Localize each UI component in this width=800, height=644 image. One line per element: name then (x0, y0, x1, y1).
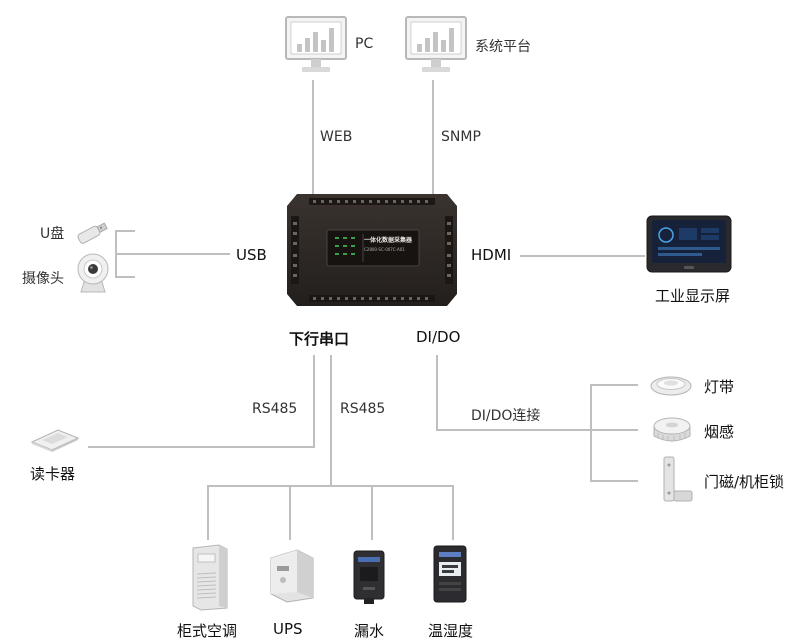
line-pc (312, 80, 314, 195)
data-collector-device (287, 194, 457, 306)
industrial-display-icon (646, 215, 732, 273)
dido-connect-label: DI/DO连接 (471, 408, 541, 424)
web-label: WEB (320, 129, 353, 145)
pc-monitor-icon (285, 16, 347, 74)
camera-label: 摄像头 (22, 271, 64, 287)
smoke-detector-icon (652, 414, 692, 446)
hdmi-label: HDMI (471, 246, 512, 264)
camera-icon (76, 252, 110, 294)
temp-humidity-label: 温湿度 (428, 622, 474, 640)
card-reader-icon (30, 428, 80, 454)
line-usb-top (115, 230, 135, 232)
door-lock-label: 门磁/机柜锁 (704, 473, 785, 491)
leak-sensor-icon (350, 549, 390, 605)
line-bottom-bus (207, 485, 453, 487)
usb-label: USB (236, 246, 267, 264)
card-reader-label: 读卡器 (30, 465, 76, 483)
serial-port-label: 下行串口 (289, 330, 350, 348)
udisk-label: U盘 (40, 226, 65, 242)
line-dido-bracket (590, 384, 592, 481)
dido-port-label: DI/DO (416, 328, 461, 346)
platform-label: 系统平台 (475, 39, 531, 55)
line-serial-left (313, 355, 315, 447)
line-dido-vertical (436, 355, 438, 430)
device-model: C2800-SC-007C-A01 (364, 247, 405, 252)
line-light (590, 384, 638, 386)
line-dido-horizontal (436, 429, 591, 431)
smoke-label: 烟感 (704, 423, 735, 441)
temp-humidity-icon (431, 544, 471, 604)
snmp-label: SNMP (441, 129, 481, 145)
rs485-left-label: RS485 (252, 401, 298, 417)
pc-label: PC (355, 36, 374, 52)
door-lock-icon (660, 455, 694, 505)
line-aircon (207, 485, 209, 540)
ups-label: UPS (273, 620, 303, 638)
aircon-label: 柜式空调 (177, 622, 238, 640)
aircon-icon (189, 544, 229, 611)
leak-label: 漏水 (354, 622, 385, 640)
platform-monitor-icon (405, 16, 467, 74)
line-leak (371, 485, 373, 540)
rs485-right-label: RS485 (340, 401, 386, 417)
line-door (590, 480, 638, 482)
device-name: 一体化数据采集器 (364, 237, 413, 244)
line-temp (452, 485, 454, 540)
ups-icon (267, 548, 315, 603)
line-hdmi (520, 255, 645, 257)
udisk-icon (74, 220, 110, 244)
line-usb-join (115, 253, 135, 255)
line-serial-main (330, 355, 332, 485)
line-ups (289, 485, 291, 540)
line-card-reader (88, 446, 315, 448)
line-usb-bottom (115, 276, 135, 278)
line-snmp (432, 80, 434, 195)
line-usb (135, 253, 230, 255)
light-strip-icon (650, 374, 692, 396)
line-smoke (590, 429, 638, 431)
light-strip-label: 灯带 (704, 378, 735, 396)
industrial-display-label: 工业显示屏 (655, 287, 731, 305)
